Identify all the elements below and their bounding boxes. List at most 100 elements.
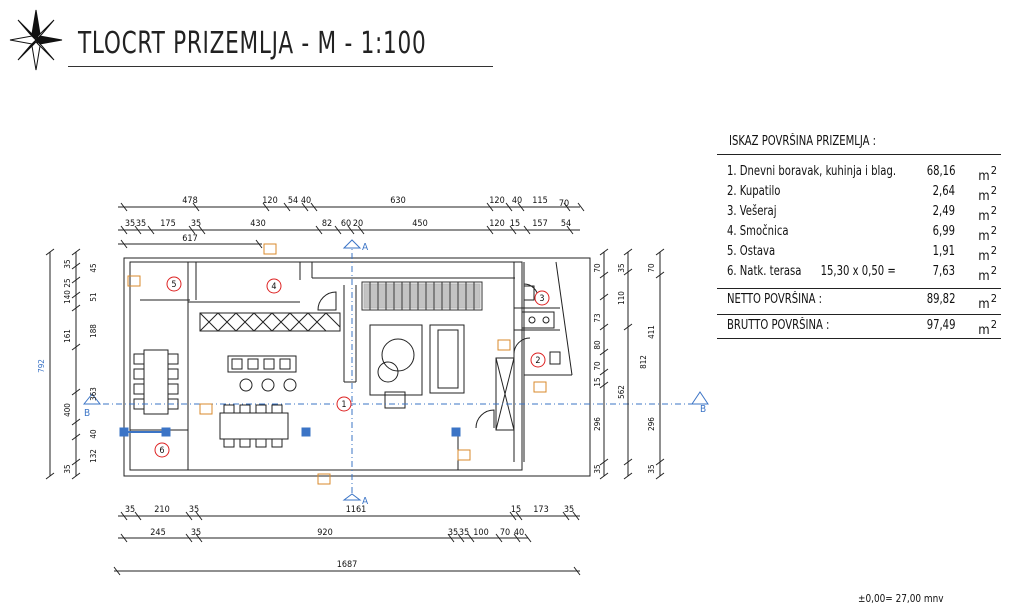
north-arrow-icon (9, 9, 63, 71)
title-underline (68, 66, 493, 67)
dim-label: 132 (89, 449, 98, 463)
dim-label: 920 (317, 528, 332, 538)
area-row: 3. Vešeraj 2,49 m2 (727, 204, 997, 224)
brutto-area-row: BRUTTO POVRŠINA : 97,49 m2 (727, 318, 997, 338)
dim-label: 363 (89, 387, 98, 401)
section-marker-icons (82, 239, 709, 501)
staircase (361, 281, 483, 311)
section-label: B (84, 408, 90, 419)
dim-label: 173 (533, 505, 548, 515)
room-number-label: 1 (341, 400, 346, 410)
room-number-label: 3 (539, 294, 544, 304)
dim-label: 40 (301, 196, 311, 206)
dim-label: 35 (593, 464, 602, 473)
dim-label: 35 (191, 528, 201, 538)
dim-label: 15 (511, 505, 521, 515)
dim-label: 157 (532, 219, 547, 229)
dim-label: 15 (510, 219, 520, 229)
kitchen-counter (199, 312, 341, 332)
storage-wall (495, 357, 515, 431)
area-row: 1. Dnevni boravak, kuhinja i blag. 68,16… (727, 164, 997, 184)
dim-label: 430 (250, 219, 265, 229)
interior-wall-outline (129, 261, 523, 471)
bathroom-fixtures (521, 285, 561, 365)
section-lines (90, 240, 700, 500)
dim-label: 40 (512, 196, 522, 206)
dim-label: 54 (288, 196, 298, 206)
dim-label: 175 (160, 219, 175, 229)
unit-label: m2 (978, 318, 997, 338)
doors (317, 283, 539, 429)
dim-label: 792 (37, 359, 46, 373)
dim-label: 1161 (346, 505, 367, 515)
dim-label: 35 (459, 528, 469, 538)
unit-label: m2 (978, 164, 997, 184)
dim-label: 70 (593, 361, 602, 371)
table-divider (717, 314, 1001, 315)
dim-label: 60 (341, 219, 351, 229)
dim-label: 35 (136, 219, 146, 229)
dim-label: 100 (473, 528, 488, 538)
dim-label: 562 (617, 385, 626, 399)
area-row: 4. Smočnica 6,99 m2 (727, 224, 997, 244)
dim-label: 35 (63, 259, 72, 268)
dim-label: 296 (647, 417, 656, 431)
dim-label: 35 (125, 219, 135, 229)
unit-label: m2 (978, 264, 997, 284)
elevation-note: ±0,00= 27,00 mnv (858, 592, 944, 605)
dining-table (219, 404, 289, 448)
dim-label: 35 (191, 219, 201, 229)
area-table-rows: 1. Dnevni boravak, kuhinja i blag. 68,16… (727, 164, 1001, 284)
dim-label: 411 (647, 325, 656, 339)
dim-label: 115 (532, 196, 547, 206)
dim-label: 450 (412, 219, 427, 229)
area-row: 2. Kupatilo 2,64 m2 (727, 184, 997, 204)
dim-label: 35 (564, 505, 574, 515)
wall-line (555, 261, 573, 376)
dim-label: 70 (559, 199, 569, 209)
dim-label: 82 (322, 219, 332, 229)
dim-label: 70 (593, 263, 602, 273)
dim-label: 25 (63, 278, 72, 287)
dim-label: 1687 (337, 560, 358, 570)
dim-label: 40 (514, 528, 524, 538)
section-label: B (700, 404, 706, 415)
dim-label: 40 (89, 429, 98, 439)
dim-label: 630 (390, 196, 405, 206)
room-number-circles (154, 276, 550, 458)
dim-label: 73 (593, 313, 602, 322)
room-number-label: 4 (271, 282, 276, 292)
dim-label: 35 (647, 464, 656, 473)
table-divider (717, 288, 1001, 289)
dim-label: 161 (63, 329, 72, 343)
area-row: 6. Natk. terasa 15,30 x 0,50 = 7,63 m2 (727, 264, 997, 284)
room-number-label: 5 (171, 280, 176, 290)
floor-plan: B B A A 1 2 3 4 5 6 (37, 196, 709, 576)
room-number-label: 2 (535, 356, 540, 366)
window-markers (119, 427, 461, 437)
dim-label: 110 (617, 291, 626, 305)
dim-label: 400 (63, 403, 72, 417)
table-divider (717, 154, 1001, 155)
area-table-heading: ISKAZ POVRŠINA PRIZEMLJA : (729, 134, 877, 149)
dim-label: 210 (154, 505, 169, 515)
dim-label: 45 (89, 263, 98, 272)
unit-label: m2 (978, 292, 997, 312)
dim-label: 120 (489, 196, 504, 206)
dimension-lines (45, 202, 665, 576)
page-title: TLOCRT PRIZEMLJA - M - 1:100 (78, 26, 427, 61)
height-annotations (127, 243, 547, 485)
dim-label: 296 (593, 417, 602, 431)
table-divider (717, 338, 1001, 339)
dim-label: 812 (639, 355, 648, 369)
kitchen-island (227, 355, 297, 392)
unit-label: m2 (978, 184, 997, 204)
netto-area-row: NETTO POVRŠINA : 89,82 m2 (727, 292, 997, 312)
unit-label: m2 (978, 224, 997, 244)
section-label: A (362, 242, 369, 253)
dim-label: 617 (182, 234, 197, 244)
dim-label: 70 (500, 528, 510, 538)
dim-label: 35 (448, 528, 458, 538)
dim-label: 54 (561, 219, 571, 229)
dim-label: 15 (593, 377, 602, 386)
